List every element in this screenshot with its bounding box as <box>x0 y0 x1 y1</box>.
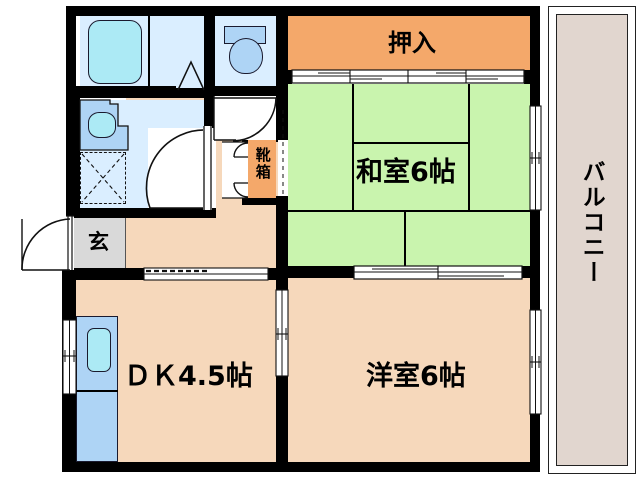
wall-bath-toilet-divider <box>204 6 215 98</box>
wall-washitsu-left <box>278 6 288 96</box>
opening-bath-door-gap[interactable] <box>176 62 204 88</box>
wall-hallway-right-lower <box>276 196 288 278</box>
wall-dk-yoshitsu-bottom <box>276 376 288 466</box>
wall-dk-left-top <box>62 280 76 320</box>
room-genkan-fill <box>70 216 126 270</box>
tatami-line-2 <box>468 82 470 212</box>
wall-outer-left-upper <box>66 6 76 86</box>
opening-oshiire-fusuma[interactable] <box>292 70 524 84</box>
wall-outer-bottom <box>62 462 540 472</box>
wall-shoecabinet-bottom <box>242 196 278 205</box>
washbasin-bowl-fixture <box>88 112 116 138</box>
room-yoshitsu-fill <box>288 278 534 462</box>
tatami-line-4 <box>288 210 534 212</box>
opening-entrance-door-gap[interactable] <box>62 216 74 270</box>
balcony-inner-outline <box>556 14 628 466</box>
opening-shoecabinet-doors-gap[interactable] <box>222 142 244 198</box>
wall-entrance-top <box>66 210 74 218</box>
opening-washitsu-balcony-window[interactable] <box>530 106 541 210</box>
wall-bath-bottom <box>66 86 212 98</box>
label-balcony: バルコニー <box>578 160 605 285</box>
opening-hallway-door-gap[interactable] <box>216 96 276 108</box>
room-washitsu-fill <box>288 82 534 270</box>
wall-dk-left-bottom <box>62 394 76 472</box>
washing-machine-space <box>80 152 126 204</box>
wall-toilet-bottom <box>212 86 288 98</box>
opening-dk-yoshitsu-door[interactable] <box>276 290 288 376</box>
bathtub-fixture <box>88 20 142 84</box>
room-balcony-fill <box>556 14 628 466</box>
toilet-bowl-fixture <box>229 38 263 74</box>
wall-yoshitsu-right-top <box>530 272 540 310</box>
wall-yoshitsu-right-bottom <box>530 414 540 472</box>
shoe-cabinet-fixture <box>248 140 276 198</box>
wall-outer-top <box>66 6 540 16</box>
wall-dk-top-left <box>62 268 144 280</box>
label-yoshitsu: 洋室6帖 <box>366 361 466 392</box>
wall-washitsu-right-bottom <box>530 210 540 272</box>
bath-divider-line <box>148 16 150 90</box>
washbasin-counter-top-stub <box>80 100 110 108</box>
wall-dk-top-right <box>268 268 280 280</box>
wall-oshiire-bottom-right <box>524 70 540 84</box>
label-genkan: 玄 <box>88 230 109 254</box>
opening-dk-window[interactable] <box>63 320 76 394</box>
tatami-line-5 <box>404 210 406 270</box>
wall-outer-left-mid <box>66 86 80 214</box>
opening-dk-hallway-sliding-door[interactable] <box>144 268 268 280</box>
kitchen-counter-split-line <box>76 390 118 392</box>
room-oshiire-fill <box>288 14 534 76</box>
label-washitsu: 和室6帖 <box>356 157 456 188</box>
opening-washroom-door-gap[interactable] <box>204 128 216 208</box>
wall-oshiire-bottom-left <box>278 70 292 84</box>
tatami-line-1 <box>352 82 354 212</box>
label-dk: ＤＫ4.5帖 <box>124 361 253 392</box>
tatami-line-3 <box>352 142 470 144</box>
wall-washitsu-right-top <box>530 82 540 106</box>
wall-washitsu-bottom-left <box>276 266 354 278</box>
wall-hallway-right-upper <box>276 96 288 140</box>
balcony-outline <box>548 6 636 474</box>
label-kutsubako: 靴箱 <box>253 147 272 181</box>
label-oshiire: 押入 <box>388 29 436 57</box>
opening-yoshitsu-balcony-window[interactable] <box>530 310 541 414</box>
kitchen-sink-fixture <box>87 328 111 372</box>
opening-washitsu-yoshitsu-fusuma[interactable] <box>354 266 522 279</box>
wall-washroom-bottom <box>66 208 216 218</box>
